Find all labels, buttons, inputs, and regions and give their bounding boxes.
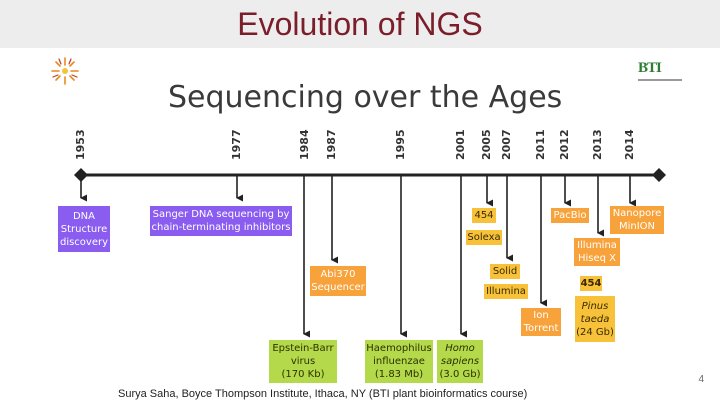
event-pinus-taeda: Pinus taeda (24 Gb) [575, 296, 615, 342]
event-illumina: Illumina [484, 284, 528, 299]
event-454: 454 [472, 208, 496, 223]
event-illumina-hiseq: Illumina Hiseq X [574, 238, 620, 266]
slide-title: Evolution of NGS [237, 6, 483, 42]
event-epstein-barr: Epstein-Barr virus (170 Kb) [269, 340, 337, 383]
timeline-figure: BTI Sequencing over the Ages 1953 1977 1… [48, 48, 682, 385]
bti-logo-text: BTI [638, 60, 662, 76]
event-homo-sapiens: Homo sapiens (3.0 Gb) [437, 340, 483, 383]
bti-logo: BTI [638, 56, 682, 86]
event-nanopore: Nanopore MinION [610, 206, 664, 234]
event-solexa: Solexa [466, 230, 502, 245]
title-band [0, 0, 720, 48]
slide-footer: Surya Saha, Boyce Thompson Institute, It… [118, 388, 528, 400]
event-ion-torrent: Ion Torrent [521, 308, 561, 336]
event-abi370: Abi370 Sequencer [310, 266, 366, 296]
event-454-2: 454 [580, 276, 602, 291]
event-dna-structure: DNA Structure discovery [58, 206, 110, 252]
bti-logo-underline [638, 79, 682, 81]
timeline-end-diamond [652, 168, 666, 182]
figure-title: Sequencing over the Ages [168, 80, 563, 115]
event-pacbio: PacBio [551, 208, 589, 223]
event-haemophilus: Haemophilus influenzae (1.83 Mb) [365, 340, 433, 383]
event-solid: Solid [490, 264, 520, 279]
page-number: 4 [698, 374, 704, 385]
timeline-arrows [74, 168, 666, 338]
event-sanger: Sanger DNA sequencing by chain-terminati… [150, 206, 292, 236]
sunburst-logo-icon [51, 57, 79, 85]
